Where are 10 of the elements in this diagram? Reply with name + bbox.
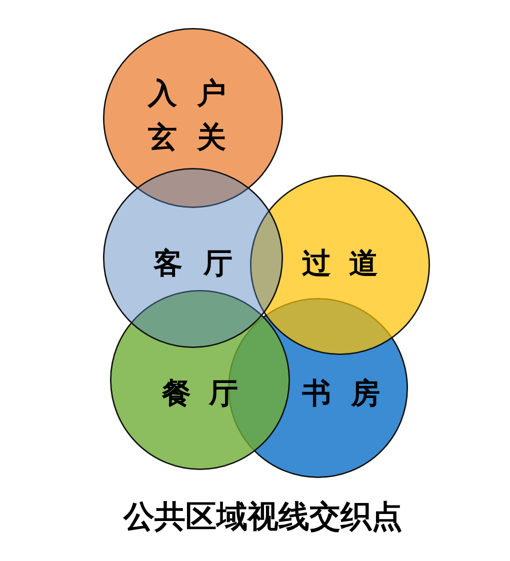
venn-circle [103,28,283,208]
circle-label: 入户玄关 [148,75,226,156]
circle-label: 书房 [302,376,380,410]
circle-label: 餐厅 [162,376,238,410]
circle-label: 客厅 [154,246,232,280]
caption: 公共区域视线交织点 [124,499,402,535]
circle-label: 过道 [302,246,378,280]
venn-circle [103,168,283,348]
venn-circle [250,175,430,355]
venn-circle [110,290,290,470]
